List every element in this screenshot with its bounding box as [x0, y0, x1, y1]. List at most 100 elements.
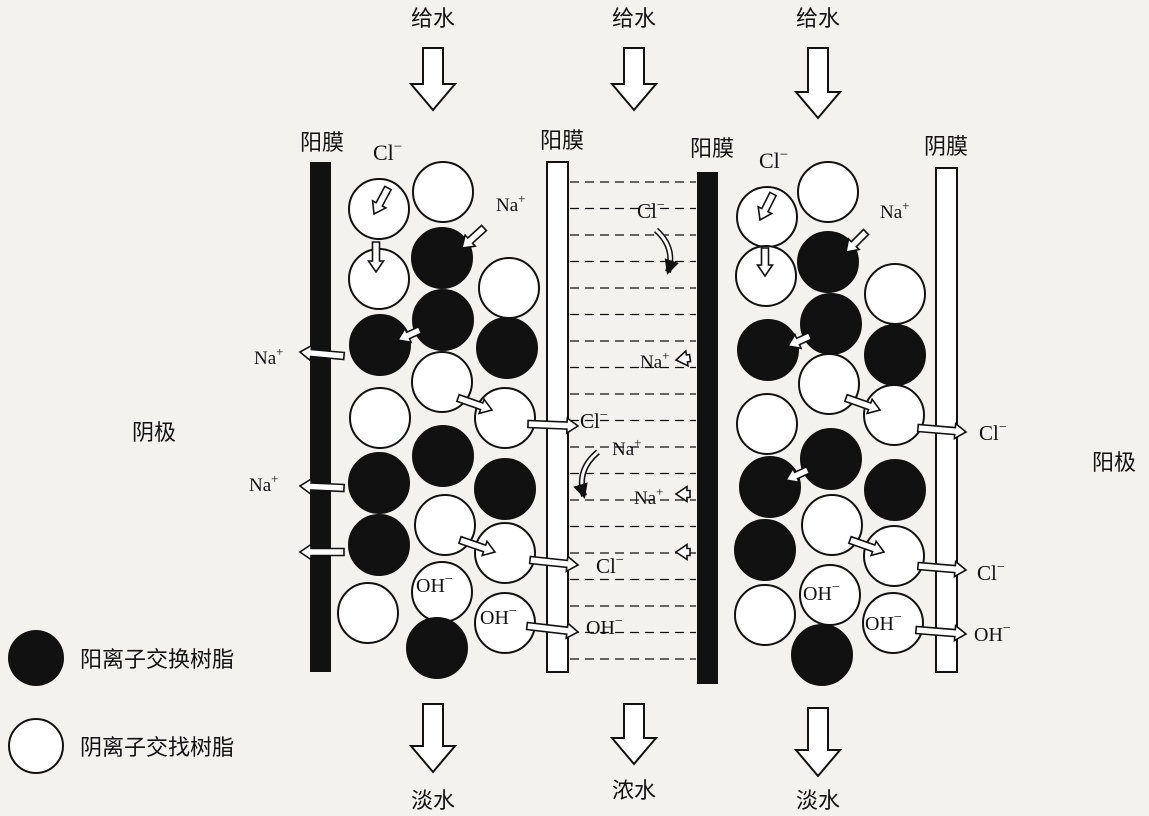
anion-membrane-2 [546, 161, 569, 673]
na-migration-arrow [298, 542, 345, 562]
ion-oh-bead-2: OH− [480, 604, 517, 629]
cation-resin-bead [411, 227, 473, 289]
cation-membrane-1 [310, 162, 331, 672]
anion-resin-bead [798, 353, 860, 415]
feed-arrow-1 [408, 47, 458, 112]
anion-resin-bead [411, 351, 473, 413]
ion-cl-1: Cl− [373, 139, 402, 165]
ion-na-3: Na+ [249, 471, 279, 496]
anion-resin-bead [863, 525, 925, 587]
ion-cl-6: Cl− [979, 420, 1007, 445]
ion-cl-2: Cl− [637, 198, 665, 223]
na-migration-arrow [674, 542, 691, 562]
flow-arrows [408, 47, 843, 778]
na-migration-arrow [674, 484, 691, 504]
cation-resin-bead [348, 452, 410, 514]
ion-cl-7: Cl− [977, 560, 1005, 585]
anion-resin-bead [478, 257, 540, 319]
anion-resin-bead [412, 161, 474, 223]
anion-resin-bead [801, 494, 863, 556]
dilute-water-label-2: 淡水 [796, 789, 840, 814]
anion-membrane-4 [935, 167, 958, 673]
cation-resin-bead [864, 324, 926, 386]
feed-arrow-2 [609, 47, 659, 112]
cl-migration-arrow [916, 422, 968, 441]
na-curve-arrow [573, 450, 599, 499]
cl-migration-arrow [916, 560, 968, 579]
cathode-label: 阴极 [132, 421, 176, 446]
legend-cation-resin-label: 阳离子交换树脂 [80, 648, 234, 673]
ion-oh-bead-3: OH− [803, 580, 840, 605]
anion-resin-bead [797, 161, 859, 223]
legend-anion-resin-label: 阴离子交找树脂 [80, 736, 234, 761]
cl-migration-arrow [843, 393, 882, 415]
cl-migration-arrow [847, 535, 886, 557]
cation-resin-bead [349, 314, 411, 376]
cation-resin-bead [800, 293, 862, 355]
oh-migration-arrow [914, 624, 968, 643]
ion-cl-3: Cl− [580, 408, 608, 433]
cation-membrane-label-3: 阳膜 [690, 137, 734, 162]
cl-curve-arrow [654, 228, 679, 275]
cation-membrane-label-1: 阳膜 [300, 131, 344, 156]
concentrate-arrow [609, 703, 659, 766]
cl-migration-arrow [757, 191, 778, 222]
cation-membrane-3 [697, 172, 718, 684]
na-migration-arrow [674, 349, 692, 368]
cl-migration-arrow [527, 416, 580, 435]
cation-resin-bead [348, 514, 410, 576]
feed-arrow-3 [793, 47, 843, 120]
feed-water-label-1: 给水 [411, 7, 455, 32]
anion-resin-bead [736, 186, 798, 248]
cation-resin-bead [800, 428, 862, 490]
anion-resin-bead [862, 592, 924, 654]
cation-resin-bead [412, 289, 474, 351]
anion-resin-bead [474, 387, 536, 449]
feed-water-label-3: 给水 [796, 7, 840, 32]
cl-migration-arrow [528, 554, 580, 573]
anion-resin-bead [736, 393, 798, 455]
anion-resin-bead [337, 582, 399, 644]
cation-resin-bead [739, 456, 801, 518]
na-migration-arrow [298, 477, 346, 496]
ion-na-1: Na+ [496, 191, 526, 216]
cation-resin-bead [474, 458, 536, 520]
cation-resin-bead [797, 231, 859, 293]
cation-resin-bead [737, 319, 799, 381]
anion-resin-bead [863, 384, 925, 446]
ion-labels: Cl− Na+ Na+ Na+ Cl− Na+ Cl− Na+ Na+ Cl− … [249, 139, 1011, 646]
na-migration-arrow [786, 331, 813, 350]
cl-migration-arrow [755, 247, 775, 278]
cation-resin-bead [476, 317, 538, 379]
ion-migration-arrows [298, 185, 968, 643]
oh-migration-arrow [525, 621, 580, 640]
cation-resin-bead [864, 459, 926, 521]
legend-cation-resin-icon [8, 630, 64, 686]
anode-label: 阳极 [1092, 451, 1136, 476]
ion-oh-bead-4: OH− [865, 610, 902, 635]
ion-na-4: Na+ [640, 348, 670, 373]
na-migration-arrow [784, 465, 811, 484]
na-migration-arrow [844, 228, 870, 254]
ion-oh-1: OH− [586, 614, 623, 639]
cl-migration-arrow [366, 241, 386, 274]
feed-water-label-2: 给水 [612, 7, 656, 32]
anion-resin-bead [349, 387, 411, 449]
anion-membrane-label: 阴膜 [924, 135, 968, 160]
ion-cl-4: Cl− [596, 553, 624, 578]
cl-migration-arrow [371, 185, 393, 216]
cation-membrane-label-2: 阳膜 [540, 129, 584, 154]
ion-na-2: Na+ [254, 344, 284, 369]
ion-na-5: Na+ [612, 435, 642, 460]
na-migration-arrow [460, 224, 488, 249]
anion-resin-bead [864, 263, 926, 325]
cation-resin-bead [412, 425, 474, 487]
ion-oh-2: OH− [974, 621, 1011, 646]
cl-migration-arrow [455, 393, 494, 415]
legend-anion-resin-icon [8, 718, 64, 774]
dilute-arrow-1 [408, 703, 458, 774]
na-migration-arrow [298, 344, 346, 363]
concentrate-water-label: 浓水 [612, 779, 656, 804]
cation-resin-bead [734, 519, 796, 581]
